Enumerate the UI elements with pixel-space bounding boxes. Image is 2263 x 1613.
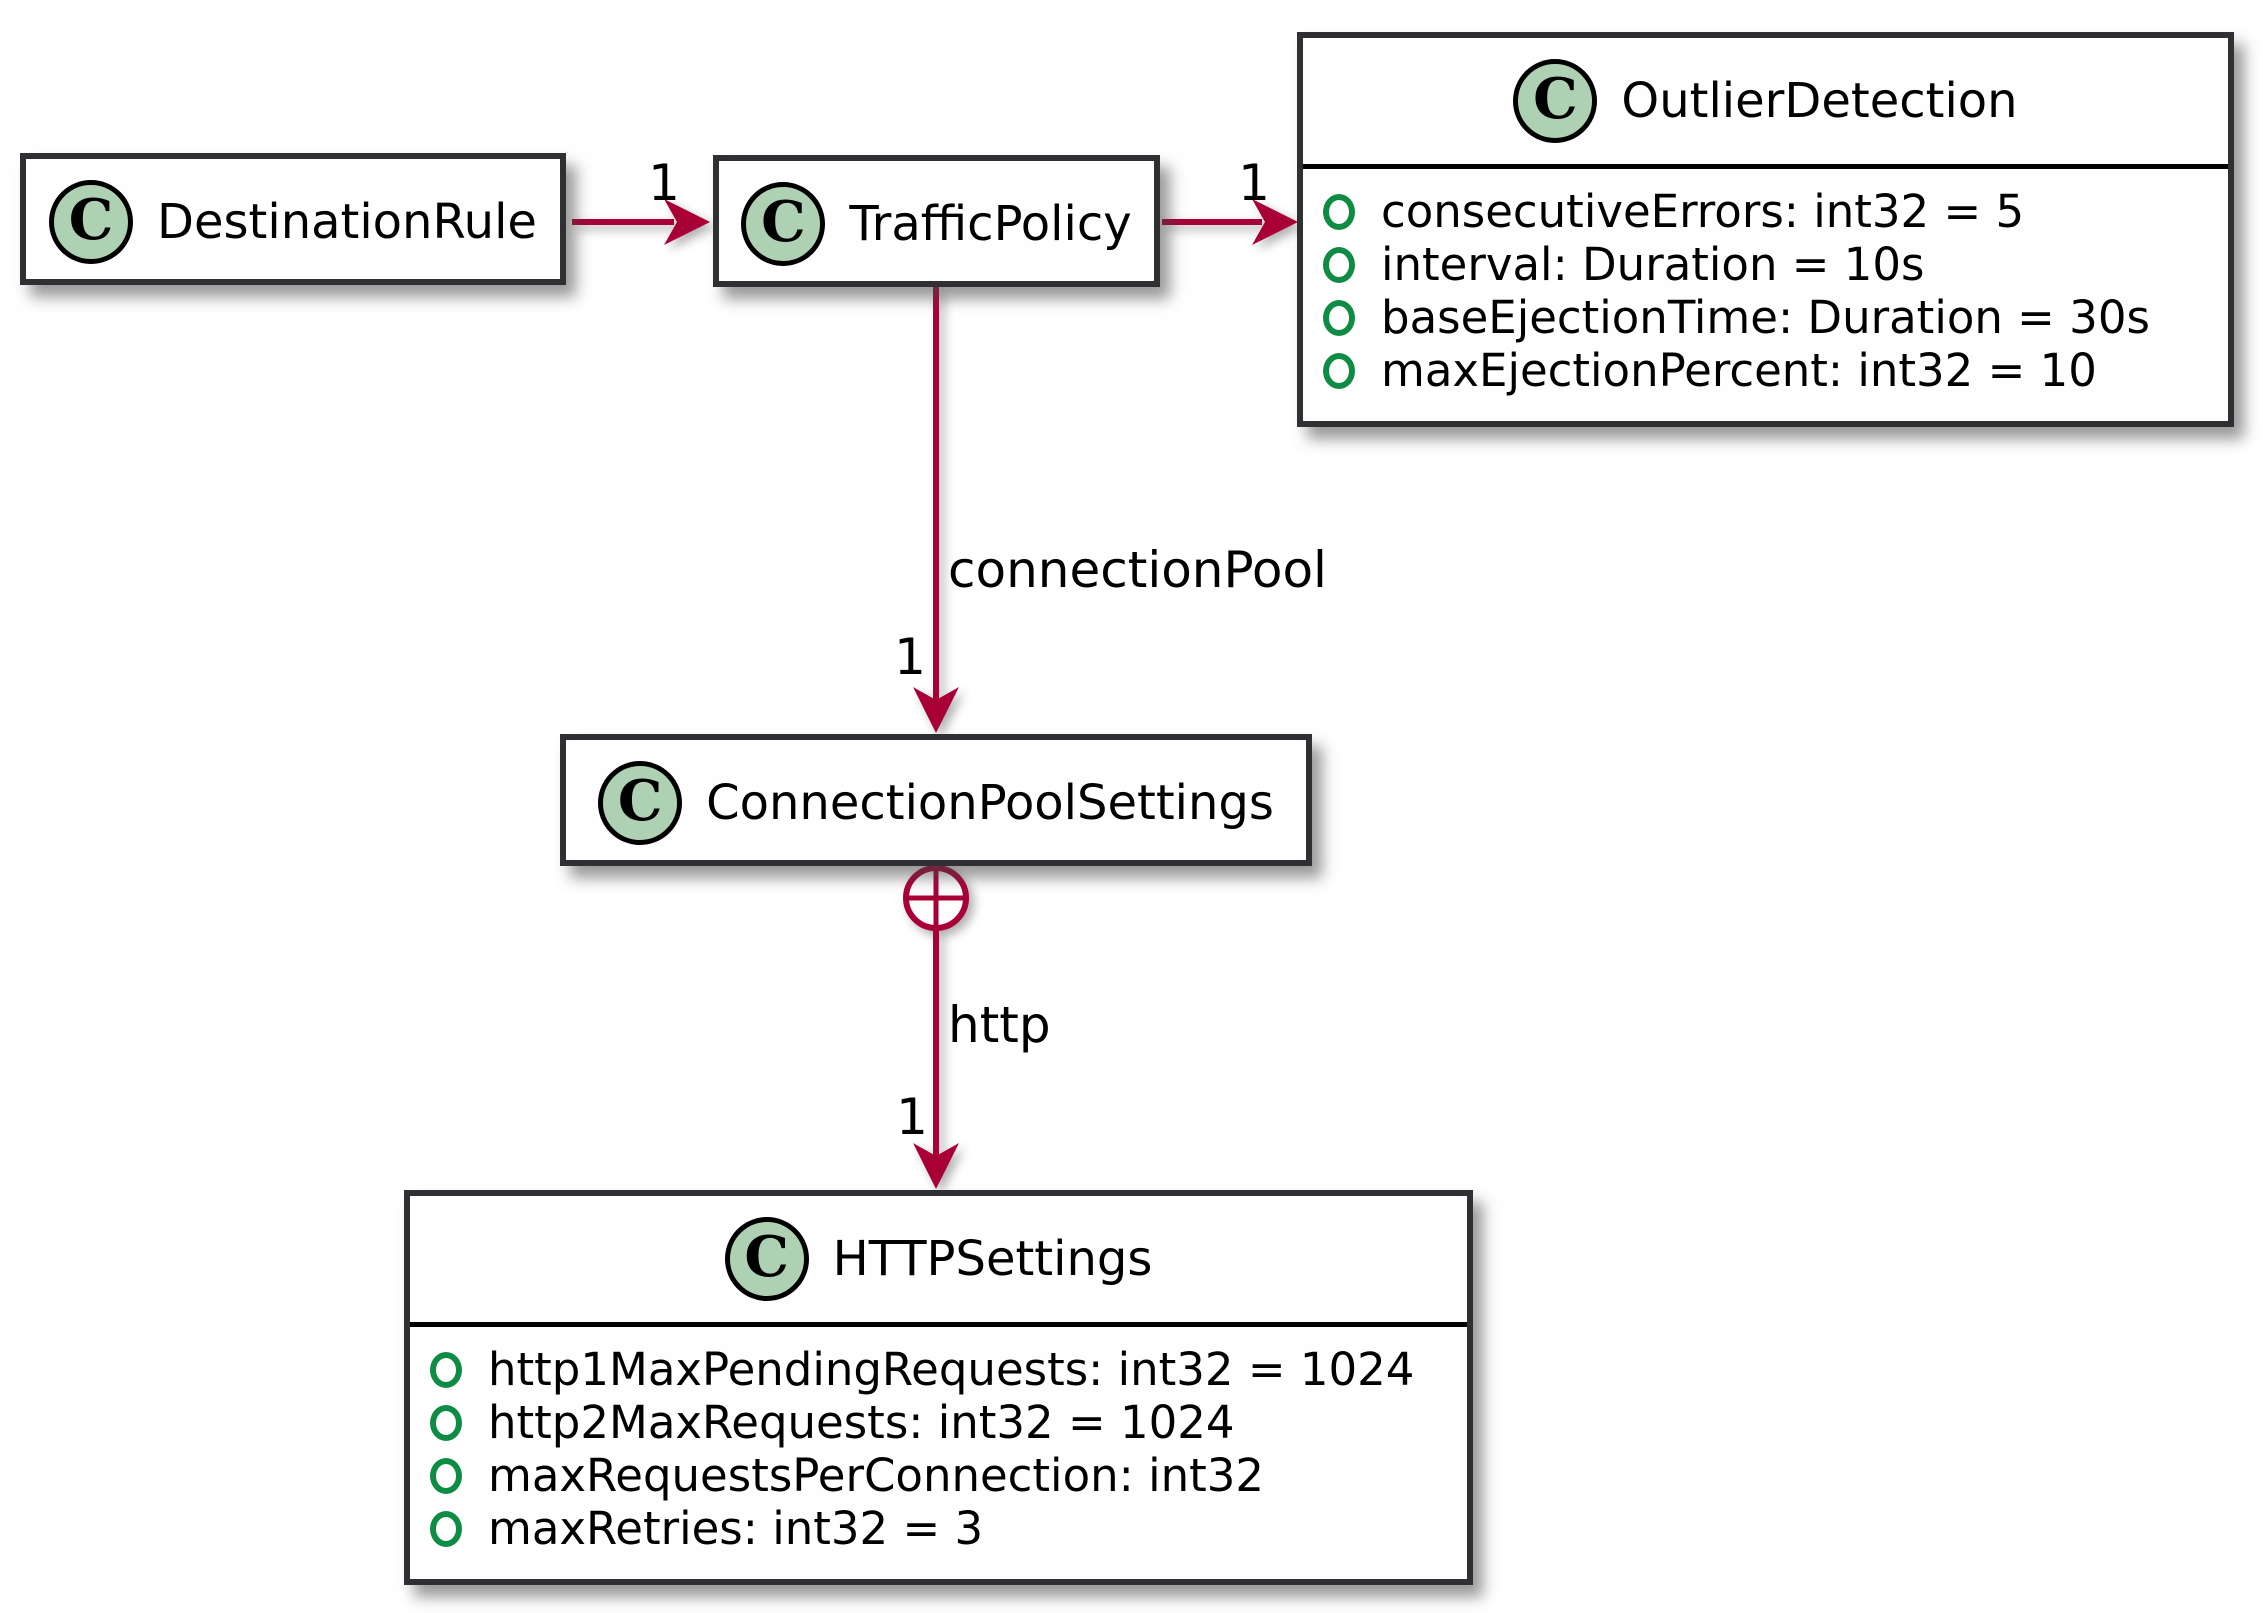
class-box-http-settings: C HTTPSettings http1MaxPendingRequests: …	[404, 1190, 1473, 1585]
arrowhead-icon	[913, 687, 959, 733]
class-stereotype-icon: C	[1513, 59, 1598, 143]
public-field-icon	[430, 1404, 462, 1441]
multiplicity-label: 1	[1238, 154, 1270, 212]
class-header: C HTTPSettings	[410, 1196, 1467, 1322]
attribute-text: interval: Duration = 10s	[1381, 238, 1925, 291]
class-header: C TrafficPolicy	[719, 161, 1154, 287]
attribute-row: maxRetries: int32 = 3	[430, 1502, 1443, 1555]
multiplicity-label: 1	[648, 154, 680, 212]
class-name: OutlierDetection	[1621, 73, 2018, 129]
multiplicity-label: 1	[894, 628, 926, 686]
public-field-icon	[1323, 246, 1355, 283]
class-stereotype-icon: C	[741, 182, 826, 266]
edge-label-connection-pool: connectionPool	[948, 541, 1327, 599]
attributes-section: http1MaxPendingRequests: int32 = 1024 ht…	[410, 1322, 1467, 1579]
arrowhead-icon	[913, 1143, 959, 1189]
class-name: HTTPSettings	[832, 1231, 1153, 1287]
public-field-icon	[1323, 193, 1355, 230]
attribute-text: maxRetries: int32 = 3	[488, 1502, 984, 1555]
class-stereotype-icon: C	[598, 761, 683, 845]
edge-label-http: http	[948, 996, 1051, 1054]
arrowhead-icon	[1252, 199, 1298, 245]
arrowhead-icon	[664, 199, 710, 245]
multiplicity-label: 1	[896, 1088, 928, 1146]
class-name: DestinationRule	[157, 194, 537, 250]
attribute-text: http2MaxRequests: int32 = 1024	[488, 1396, 1235, 1449]
public-field-icon	[430, 1457, 462, 1494]
attribute-row: http2MaxRequests: int32 = 1024	[430, 1396, 1443, 1449]
class-header: C DestinationRule	[26, 159, 560, 285]
public-field-icon	[430, 1510, 462, 1547]
public-field-icon	[1323, 352, 1355, 389]
class-box-destination-rule: C DestinationRule	[20, 153, 566, 285]
public-field-icon	[1323, 299, 1355, 336]
class-box-traffic-policy: C TrafficPolicy	[713, 155, 1160, 287]
class-stereotype-icon: C	[724, 1217, 809, 1301]
attribute-text: maxEjectionPercent: int32 = 10	[1381, 344, 2097, 397]
attribute-text: baseEjectionTime: Duration = 30s	[1381, 291, 2150, 344]
class-name: TrafficPolicy	[849, 196, 1132, 252]
class-box-connection-pool-settings: C ConnectionPoolSettings	[560, 734, 1312, 866]
attribute-row: http1MaxPendingRequests: int32 = 1024	[430, 1343, 1443, 1396]
attribute-text: maxRequestsPerConnection: int32	[488, 1449, 1265, 1502]
attributes-section: consecutiveErrors: int32 = 5 interval: D…	[1303, 164, 2228, 421]
attribute-row: maxEjectionPercent: int32 = 10	[1323, 344, 2204, 397]
attribute-row: maxRequestsPerConnection: int32	[430, 1449, 1443, 1502]
attribute-row: consecutiveErrors: int32 = 5	[1323, 185, 2204, 238]
attribute-text: consecutiveErrors: int32 = 5	[1381, 185, 2025, 238]
class-header: C OutlierDetection	[1303, 38, 2228, 164]
attribute-row: interval: Duration = 10s	[1323, 238, 2204, 291]
attribute-text: http1MaxPendingRequests: int32 = 1024	[488, 1343, 1415, 1396]
class-box-outlier-detection: C OutlierDetection consecutiveErrors: in…	[1297, 32, 2234, 427]
class-name: ConnectionPoolSettings	[706, 775, 1274, 831]
class-header: C ConnectionPoolSettings	[566, 740, 1306, 866]
class-stereotype-icon: C	[49, 180, 134, 264]
attribute-row: baseEjectionTime: Duration = 30s	[1323, 291, 2204, 344]
public-field-icon	[430, 1351, 462, 1388]
